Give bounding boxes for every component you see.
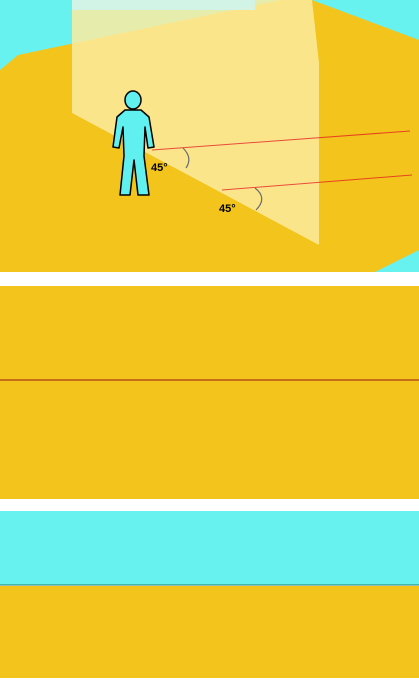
ray-upper [151, 130, 411, 151]
gap-2 [0, 499, 419, 511]
floor-panel-middle [0, 286, 419, 499]
person-icon [112, 90, 155, 196]
angle-arc-lower [254, 187, 263, 211]
ray-lower [221, 174, 413, 191]
mirror [72, 0, 319, 245]
gap-3 [0, 678, 419, 688]
wall-panel-lower [0, 511, 419, 585]
angle-label-upper: 45° [151, 162, 168, 174]
floor-panel-bottom [0, 586, 419, 678]
mirror-top-highlight [72, 0, 255, 10]
angle-label-lower: 45° [219, 203, 236, 215]
angle-arc-upper [182, 147, 190, 169]
gap-1 [0, 272, 419, 286]
